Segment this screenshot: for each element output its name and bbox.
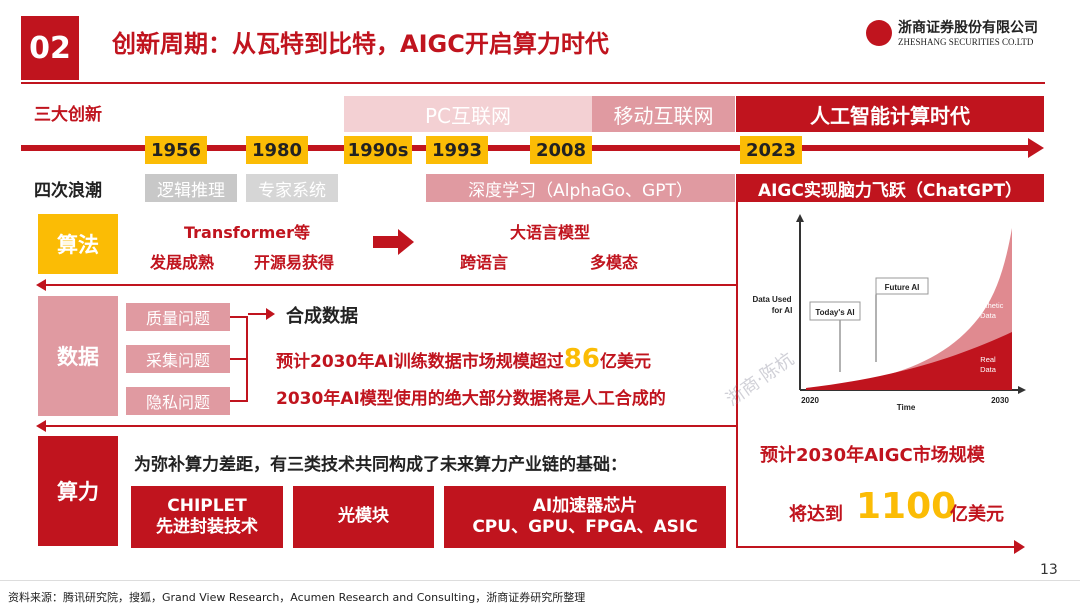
series-real-area xyxy=(806,332,1012,390)
market-forecast-post: 亿美元 xyxy=(950,504,1004,525)
series-synthetic-area xyxy=(806,228,1012,390)
ai-panel-border xyxy=(736,200,738,548)
algorithm-arrow-shaft xyxy=(373,236,399,248)
wave-aigc: AIGC实现脑力飞跃（ChatGPT） xyxy=(736,174,1044,202)
data-forecast-post: 亿美元 xyxy=(599,352,651,372)
issue-collection: 采集问题 xyxy=(126,345,230,373)
series-synthetic-label-line2: Data xyxy=(980,311,997,320)
synthetic-data-title: 合成数据 xyxy=(286,306,358,327)
company-name-en: ZHESHANG SECURITIES CO.LTD xyxy=(898,37,1034,47)
era-mobile-internet: 移动互联网 xyxy=(592,96,735,132)
chart-ylabel-line1: Data Used xyxy=(752,295,791,304)
year-1980: 1980 xyxy=(246,136,308,164)
data-label-box: 数据 xyxy=(38,296,118,416)
bracket-arrow-icon xyxy=(266,308,275,320)
section-divider xyxy=(44,425,736,427)
page-title: 创新周期：从瓦特到比特，AIGC开启算力时代 xyxy=(112,30,609,58)
wave-logic-reasoning: 逻辑推理 xyxy=(145,174,237,202)
divider-arrow-icon xyxy=(36,279,46,291)
chart-x-axis-arrow-icon xyxy=(1018,386,1026,394)
tech-chiplet-line1: CHIPLET xyxy=(167,495,247,516)
section-number-badge: 02 xyxy=(21,16,79,80)
source-note: 资料来源：腾讯研究院，搜狐，Grand View Research，Acumen… xyxy=(8,591,586,604)
annotation-future-box xyxy=(875,277,929,295)
chart-y-axis-arrow-icon xyxy=(796,214,804,222)
era-pc-internet: PC互联网 xyxy=(344,96,592,132)
divider-arrow-icon xyxy=(36,420,46,432)
data-synthetic-line: 2030年AI模型使用的绝大部分数据将是人工合成的 xyxy=(276,389,666,409)
issue-privacy: 隐私问题 xyxy=(126,387,230,415)
issue-quality: 质量问题 xyxy=(126,303,230,331)
compute-label-box: 算力 xyxy=(38,436,118,546)
timeline-bar xyxy=(21,145,1031,151)
llm-title: 大语言模型 xyxy=(510,223,591,242)
year-1956: 1956 xyxy=(145,136,207,164)
page-number: 13 xyxy=(1040,562,1058,578)
company-name-cn: 浙商证券股份有限公司 xyxy=(898,20,1038,36)
chart-xtick-2020: 2020 xyxy=(801,396,819,405)
era-ai-computing: 人工智能计算时代 xyxy=(736,96,1044,132)
llm-item-multimodal: 多模态 xyxy=(590,253,639,272)
data-forecast-number: 86 xyxy=(563,344,600,374)
annotation-future: Future AI xyxy=(885,283,920,292)
synthetic-data-chart: Today's AI Future AI Data Used for AI Sy… xyxy=(752,214,1026,412)
bracket-line xyxy=(246,316,248,402)
ai-panel-border xyxy=(736,546,1016,548)
innovations-label: 三大创新 xyxy=(34,105,102,125)
chart-ylabel-line2: for AI xyxy=(772,306,793,315)
section-divider xyxy=(44,284,736,286)
year-1990s: 1990s xyxy=(344,136,412,164)
bracket-line xyxy=(248,313,268,315)
year-2008: 2008 xyxy=(530,136,592,164)
tech-accelerator-line1: AI加速器芯片 xyxy=(532,495,638,516)
tech-chiplet: CHIPLET 先进封装技术 xyxy=(131,486,283,548)
data-forecast-pre: 预计2030年AI训练数据市场规模超过 xyxy=(276,352,564,372)
footer-divider xyxy=(0,580,1080,581)
bracket-line xyxy=(230,358,246,360)
data-forecast-line: 预计2030年AI训练数据市场规模超过86亿美元 xyxy=(276,344,651,374)
market-forecast-pre: 将达到 xyxy=(789,504,843,525)
waves-label: 四次浪潮 xyxy=(34,181,102,201)
chart-xtick-2030: 2030 xyxy=(991,396,1009,405)
tech-accelerator-line2: CPU、GPU、FPGA、ASIC xyxy=(472,517,698,537)
tech-optical-module: 光模块 xyxy=(293,486,434,548)
series-synthetic-label-line1: Synthetic xyxy=(973,301,1004,310)
compute-label: 算力 xyxy=(57,480,99,504)
transformer-title: Transformer等 xyxy=(184,223,311,242)
tech-chiplet-line2: 先进封装技术 xyxy=(156,517,258,537)
transformer-item-opensource: 开源易获得 xyxy=(254,253,335,272)
market-forecast-line1: 预计2030年AIGC市场规模 xyxy=(760,445,985,466)
tech-ai-accelerator: AI加速器芯片 CPU、GPU、FPGA、ASIC xyxy=(444,486,726,548)
wave-expert-systems: 专家系统 xyxy=(246,174,338,202)
algorithm-label: 算法 xyxy=(57,233,99,257)
ai-panel-arrow-icon xyxy=(1014,540,1025,554)
year-1993: 1993 xyxy=(426,136,488,164)
chart-xlabel: Time xyxy=(897,403,916,412)
compute-intro: 为弥补算力差距，有三类技术共同构成了未来算力产业链的基础： xyxy=(134,455,627,475)
annotation-today-box xyxy=(809,301,861,321)
transformer-item-mature: 发展成熟 xyxy=(150,253,215,272)
timeline-arrow-icon xyxy=(1028,138,1044,158)
section-number: 02 xyxy=(29,30,71,66)
market-forecast-number: 1100 xyxy=(856,486,957,527)
year-2023: 2023 xyxy=(740,136,802,164)
llm-item-crosslingual: 跨语言 xyxy=(460,253,509,272)
tech-optical-label: 光模块 xyxy=(338,506,389,527)
bracket-line xyxy=(230,400,246,402)
wave-deep-learning: 深度学习（AlphaGo、GPT） xyxy=(426,174,735,202)
header-divider xyxy=(21,82,1045,84)
bracket-line xyxy=(230,316,246,318)
data-label: 数据 xyxy=(57,345,99,369)
algorithm-arrow-icon xyxy=(398,229,414,255)
annotation-today: Today's AI xyxy=(815,308,854,317)
series-real-label-line2: Data xyxy=(980,365,997,374)
company-logo-icon xyxy=(866,20,892,46)
algorithm-label-box: 算法 xyxy=(38,214,118,274)
series-real-label-line1: Real xyxy=(980,355,996,364)
